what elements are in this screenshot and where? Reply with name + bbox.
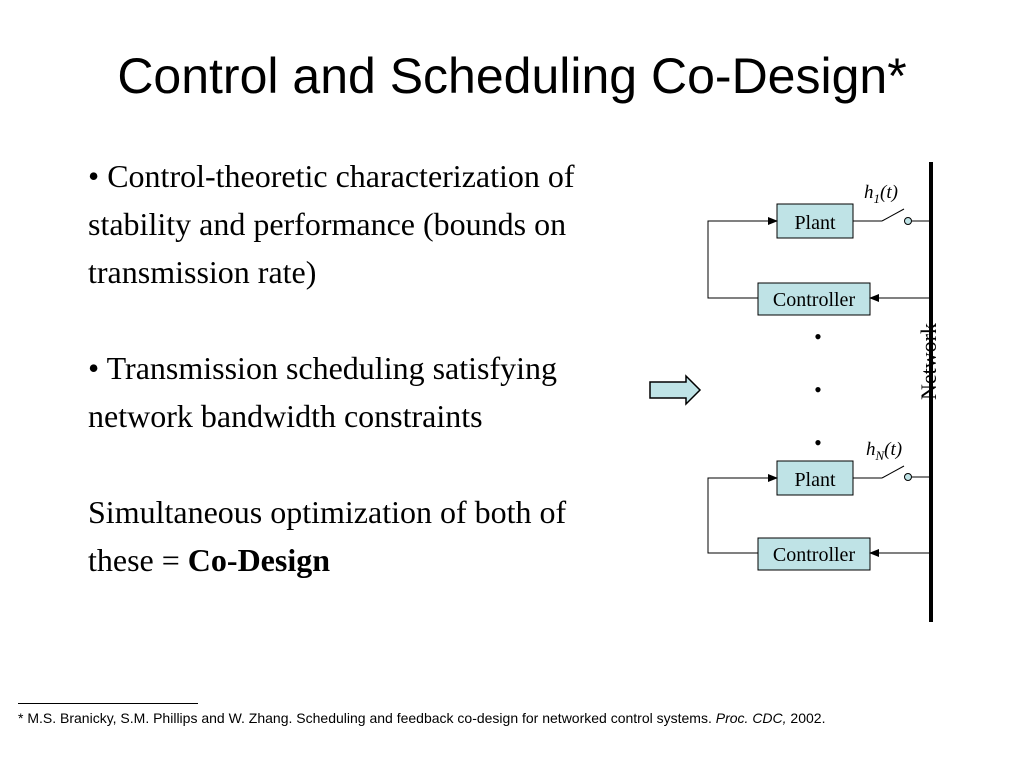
ellipsis-dot-3: • [814, 430, 822, 455]
controller-label-1: Controller [773, 289, 856, 311]
conclusion-text: Simultaneous optimization of both of the… [88, 488, 628, 584]
footnote-year: 2002. [786, 710, 826, 726]
hn-label: hN(t) [866, 439, 902, 463]
plant-label-1: Plant [794, 212, 836, 234]
network-label: Network [916, 323, 941, 400]
h1-label: h1(t) [864, 182, 898, 206]
switch-contact-n [904, 473, 912, 481]
body-text: • Control-theoretic characterization of … [88, 152, 628, 584]
plant-box-n [776, 460, 854, 496]
plant-label-n: Plant [794, 469, 836, 491]
footnote-text: * M.S. Branicky, S.M. Phillips and W. Zh… [18, 710, 716, 726]
footnote-journal: Proc. CDC, [715, 710, 787, 726]
feedback-line-1 [707, 217, 778, 299]
controller-box-n [757, 537, 871, 571]
controller-label-n: Controller [773, 544, 856, 566]
switch-lever-1 [881, 208, 905, 222]
bullet-control-theoretic: • Control-theoretic characterization of … [88, 158, 575, 290]
controller-box-1 [757, 282, 871, 316]
ellipsis-dot-2: • [814, 377, 822, 402]
footnote-citation: * M.S. Branicky, S.M. Phillips and W. Zh… [18, 710, 825, 726]
conclusion-prefix: Simultaneous optimization of both of the… [88, 494, 567, 578]
slide-title: Control and Scheduling Co-Design* [117, 48, 907, 104]
bullet-transmission-scheduling: • Transmission scheduling satisfying net… [88, 350, 558, 434]
switch-contact-1 [904, 217, 912, 225]
co-design-term: Co-Design [187, 542, 331, 578]
right-arrow-icon [649, 374, 702, 406]
switch-lever-n [881, 465, 905, 479]
footnote-divider [18, 703, 198, 704]
feedback-line-n [707, 474, 778, 554]
ellipsis-dot-1: • [814, 324, 822, 349]
plant-box-1 [776, 203, 854, 239]
